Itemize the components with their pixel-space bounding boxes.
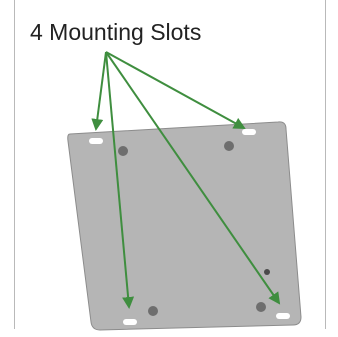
hole-small-right [264,269,270,275]
hole-bottom-right [256,302,266,312]
hole-top-left [118,146,128,156]
slot-bottom-right [276,313,290,319]
slot-top-left [89,138,103,144]
arrow-to-slot-top-right [105,51,246,129]
slot-bottom-left [123,319,137,325]
mounting-plate [67,121,302,331]
diagram-title: 4 Mounting Slots [30,19,202,45]
slot-top-right [242,129,256,135]
hole-top-right [224,141,234,151]
frame-border [14,0,326,329]
arrow-to-slot-top-left [91,51,107,131]
hole-bottom-left [148,306,158,316]
arrow-to-slot-bottom-left [105,51,135,309]
arrow-to-slot-bottom-right [105,51,281,305]
